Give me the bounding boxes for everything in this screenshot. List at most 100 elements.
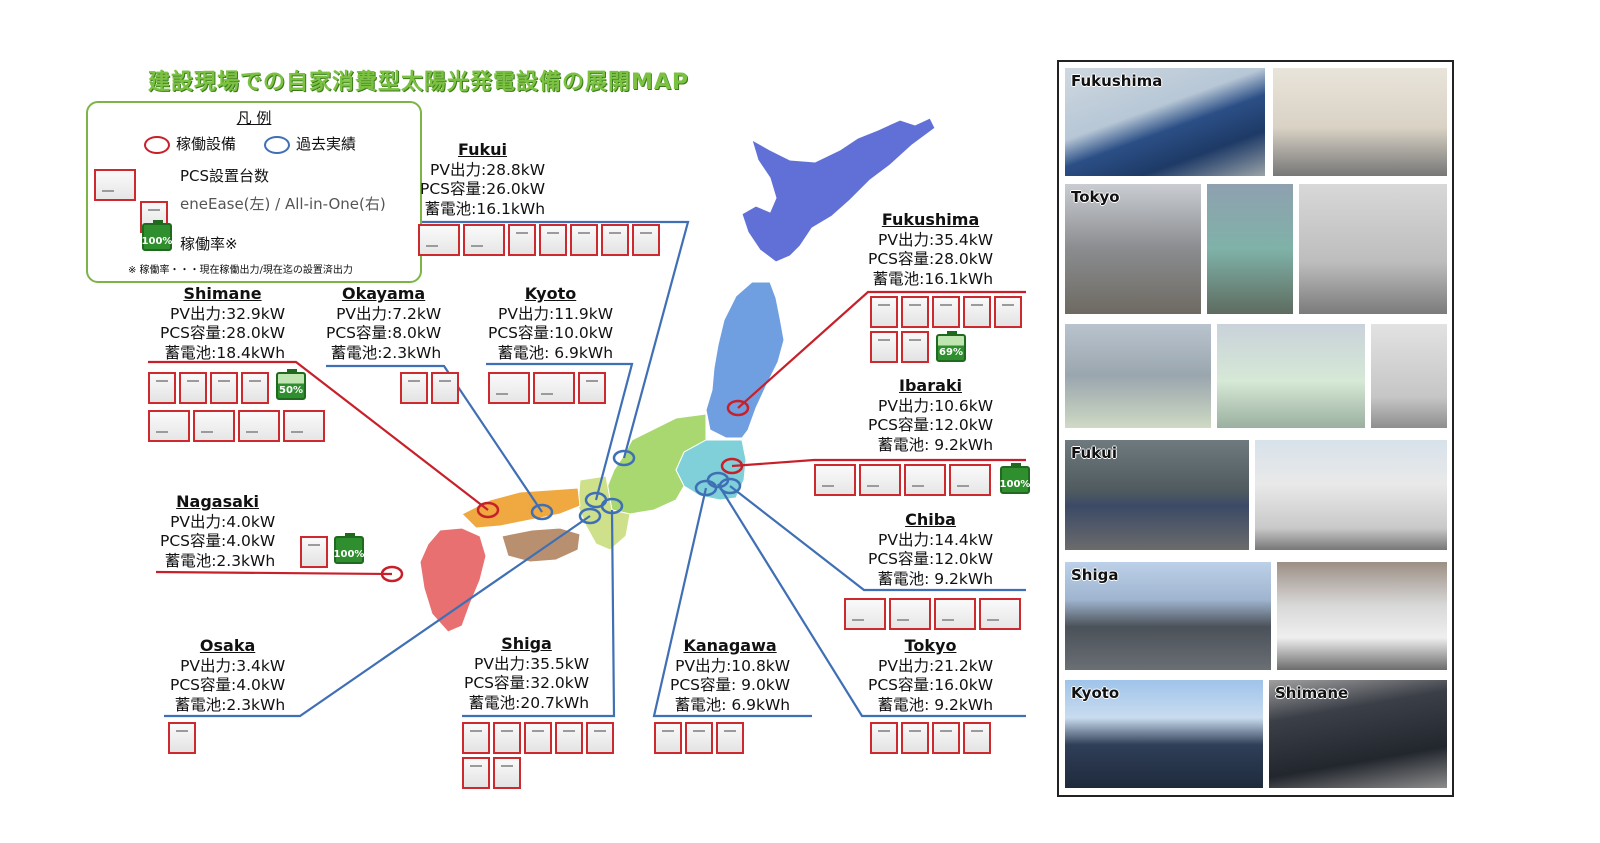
pcs-unit: [241, 372, 269, 404]
region-kyushu: [419, 527, 487, 633]
pcs-unit: [934, 598, 976, 630]
pcs-unit: [524, 722, 552, 754]
ring-ibaraki: [720, 457, 744, 475]
site-kanagawa: Kanagawa PV出力:10.8kW PCS容量: 9.0kW 蓄電池: 6…: [670, 636, 790, 715]
pcs-capacity: PCS容量:16.0kW: [868, 676, 994, 694]
pv-output: PV出力:21.2kW: [878, 656, 994, 675]
legend-panel: 凡 例 稼働設備 過去実績 PCS設置台数 eneEase(左) / All-i…: [86, 101, 422, 283]
site-nagasaki: Nagasaki PV出力:4.0kW PCS容量:4.0kW 蓄電池:2.3k…: [160, 492, 275, 571]
photo-tokyo-unit-closeup: [1371, 324, 1447, 428]
site-kyoto: Kyoto PV出力:11.9kW PCS容量:10.0kW 蓄電池: 6.9k…: [488, 284, 613, 363]
pcs-unit: [431, 372, 459, 404]
pcs-unit: [932, 722, 960, 754]
battery-capacity: 蓄電池:2.3kWh: [330, 343, 442, 362]
legend-heading: 凡 例: [236, 109, 272, 127]
pcs-unit: [300, 536, 328, 568]
pcs-capacity: PCS容量:28.0kW: [160, 324, 286, 342]
pcs-units-tokyo: [870, 722, 991, 754]
pcs-unit: [844, 598, 886, 630]
pcs-unit: [654, 722, 682, 754]
pcs-unit: [462, 722, 490, 754]
pcs-unit: [463, 224, 505, 256]
pcs-unit: [493, 757, 521, 789]
leader-ibaraki: [731, 458, 1026, 468]
legend-pcs-types: eneEase(左) / All-in-One(右): [180, 195, 386, 213]
pcs-capacity: PCS容量:10.0kW: [488, 324, 614, 342]
photo-caption: Fukui: [1071, 444, 1117, 462]
leader-nagasaki: [155, 570, 393, 576]
photo-caption: Tokyo: [1071, 188, 1120, 206]
pcs-unit: [539, 224, 567, 256]
pv-output: PV出力:35.4kW: [878, 230, 994, 249]
site-osaka: Osaka PV出力:3.4kW PCS容量:4.0kW 蓄電池:2.3kWh: [170, 636, 285, 715]
site-tokyo: Tokyo PV出力:21.2kW PCS容量:16.0kW 蓄電池: 9.2k…: [868, 636, 993, 715]
battery-capacity: 蓄電池:2.3kWh: [174, 695, 286, 714]
pcs-unit: [979, 598, 1021, 630]
pv-output: PV出力:35.5kW: [474, 654, 590, 673]
pcs-unit: [949, 464, 991, 496]
pv-output: PV出力:32.9kW: [170, 304, 286, 323]
photo-fukui-aerial: Fukui: [1065, 440, 1249, 550]
pcs-unit: [210, 372, 238, 404]
photo-tokyo-units: [1299, 184, 1447, 314]
pcs-unit: [238, 410, 280, 442]
pcs-unit: [508, 224, 536, 256]
pcs-unit: [870, 722, 898, 754]
pv-output: PV出力:3.4kW: [180, 656, 286, 675]
photo-caption: Kyoto: [1071, 684, 1120, 702]
pcs-capacity: PCS容量: 9.0kW: [670, 676, 791, 694]
battery-capacity: 蓄電池: 9.2kWh: [877, 695, 994, 714]
legend-pcs-label: PCS設置台数: [180, 167, 270, 185]
pcs-capacity: PCS容量:8.0kW: [326, 324, 442, 342]
pv-output: PV出力:10.6kW: [878, 396, 994, 415]
legend-note: ※ 稼働率・・・現在稼働出力/現在迄の設置済出力: [128, 265, 353, 276]
pcs-unit: [716, 722, 744, 754]
photo-caption: Shiga: [1071, 566, 1119, 584]
battery-capacity: 蓄電池: 6.9kWh: [497, 343, 614, 362]
site-name: Shimane: [183, 284, 262, 303]
photo-shiga-roof: Shiga: [1065, 562, 1271, 670]
pcs-unit: [488, 372, 530, 404]
pcs-unit: [586, 722, 614, 754]
region-hokkaido: [741, 117, 936, 263]
ring-okayama: [530, 503, 554, 521]
leader-fukui: [416, 220, 690, 459]
battery-capacity: 蓄電池:16.1kWh: [424, 199, 546, 218]
pcs-unit: [193, 410, 235, 442]
ring-chiba: [718, 477, 742, 495]
pcs-units-kyoto: [488, 372, 606, 404]
pcs-unit: [963, 722, 991, 754]
photo-caption: Shimane: [1275, 684, 1349, 702]
battery-capacity: 蓄電池: 6.9kWh: [674, 695, 791, 714]
leader-chiba: [729, 485, 1026, 592]
battery-rate-ibaraki: 100%: [1000, 463, 1030, 494]
pcs-unit: [148, 372, 176, 404]
pcs-unit: [889, 598, 931, 630]
ring-fukushima: [726, 399, 750, 417]
pcs-unit: [570, 224, 598, 256]
pcs-units-fukushima: [870, 296, 1030, 363]
photo-tokyo-site: Tokyo: [1065, 184, 1201, 314]
battery-capacity: 蓄電池:16.1kWh: [872, 269, 994, 288]
photo-shiga-units: [1277, 562, 1447, 670]
pcs-unit: [179, 372, 207, 404]
site-fukui: Fukui PV出力:28.8kW PCS容量:26.0kW 蓄電池:16.1k…: [420, 140, 545, 219]
site-name: Nagasaki: [176, 492, 260, 511]
pcs-units-nagasaki: [300, 536, 328, 568]
battery-capacity: 蓄電池:20.7kWh: [468, 693, 590, 712]
photo-shimane-panels: Shimane: [1269, 680, 1447, 788]
eneease-unit-icon: [94, 169, 136, 201]
leader-tokyo: [717, 483, 1026, 718]
pcs-capacity: PCS容量:26.0kW: [420, 180, 546, 198]
pcs-units-shiga: [462, 722, 622, 789]
legend-rate-label: 稼働率※: [180, 235, 238, 253]
ring-shiga: [600, 497, 624, 515]
pcs-unit: [555, 722, 583, 754]
battery-capacity: 蓄電池: 9.2kWh: [877, 435, 994, 454]
legend-past: 過去実績: [264, 133, 356, 154]
pcs-unit: [400, 372, 428, 404]
pv-output: PV出力:7.2kW: [336, 304, 442, 323]
pcs-units-chiba: [844, 598, 1021, 630]
red-ring-icon: [144, 135, 170, 154]
